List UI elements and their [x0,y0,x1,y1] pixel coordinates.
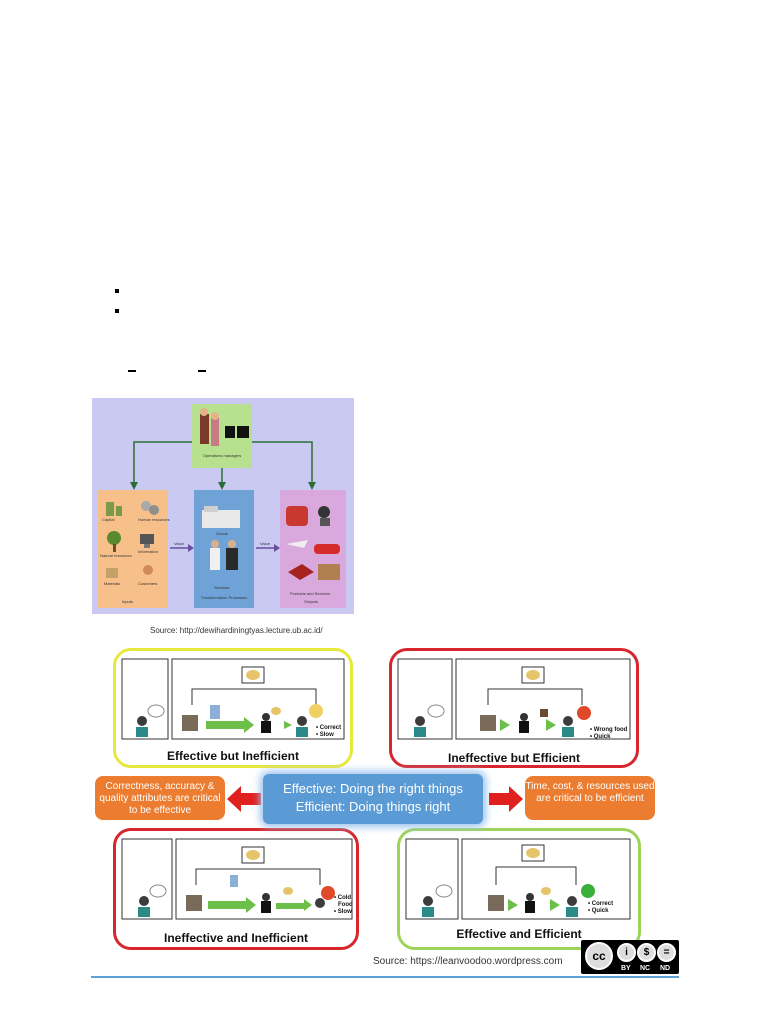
flow-label-1: Value [174,541,184,546]
cc-icon: cc [585,942,613,970]
quadrant-note: • Slow [316,732,334,738]
efficiency-note-box: Time, cost, & resources used are critica… [525,776,655,820]
quadrant-title: Ineffective and Inefficient [163,931,309,945]
definition-box: Effective: Doing the right things Effici… [263,774,483,824]
bullet-marker [115,309,119,313]
inputs-title: Inputs [122,599,133,604]
right-arrow-icon [489,786,523,812]
quadrant-note: • Wrong food [590,727,628,733]
flow-label-2: Value [260,541,270,546]
input-natural-resources-label: Natural resources [100,553,132,558]
quadrant-title: Effective and Efficient [456,927,582,941]
quadrant-effective-but-inefficient: • Correct • Slow Effective but Inefficie… [113,648,353,768]
input-human-resources-label: Human resources [138,517,170,522]
license-nd-label: ND [660,965,671,972]
quadrant-title: Ineffective but Efficient [447,751,581,765]
quadrant-drawing [397,658,631,740]
efficient-definition: Efficient: Doing things right [295,799,451,814]
effective-efficient-figure: • Correct • Slow Effective but Inefficie… [91,640,679,978]
left-arrow-icon [227,786,261,812]
quadrant-note: • Quick [588,908,609,914]
noncommercial-icon: $ [637,943,656,962]
quadrant-drawing [121,658,345,740]
outputs-title: Outputs [304,599,319,604]
input-materials-label: Materials [104,581,121,586]
process-title: Transformation Processes [200,595,248,600]
effectiveness-note-box: Correctness, accuracy & quality attribut… [95,776,225,820]
noderivatives-icon: = [657,943,676,962]
operations-model-drawing [98,404,346,608]
bullet-marker [115,289,119,293]
figure1-source: Source: http://dewihardiningtyas.lecture… [150,626,323,635]
input-customers-label: Customers [138,581,158,586]
quadrant-drawing [405,838,631,920]
figure2-source: Source: https://leanvoodoo.wordpress.com [373,956,563,967]
quadrant-note: Food [338,902,353,908]
quadrant-ineffective-and-inefficient: • Cold Food • Slow Ineffective and Ineff… [113,828,359,950]
quadrant-ineffective-but-efficient: • Wrong food • Quick Ineffective but Eff… [389,648,639,768]
effective-definition: Effective: Doing the right things [283,781,463,796]
quadrant-effective-and-efficient: • Correct • Quick Effective and Efficien… [397,828,641,950]
dash-marker [198,370,206,372]
creative-commons-badge: cc i $ = BY NC ND [581,940,679,974]
quadrant-title: Effective but Inefficient [166,749,300,763]
figure-baseline [91,976,679,978]
license-by-label: BY [621,965,631,972]
quadrant-drawing [121,838,353,920]
license-nc-label: NC [640,965,651,972]
quadrant-note: • Slow [334,909,352,915]
quadrant-note: • Cold [334,895,352,901]
quadrant-note: • Correct [588,901,614,907]
input-information-label: Information [138,549,159,554]
dash-marker [128,370,136,372]
process-goods-label: Goods [216,531,228,536]
manager-label: Operations managers [202,453,242,458]
quadrant-note: • Correct [316,725,342,731]
process-services-label: Services [214,585,230,590]
operations-model-figure: Operations managers Capital Human resour… [92,398,354,614]
outputs-label: Products and Services [290,591,331,596]
input-capital-label: Capital [102,517,115,522]
attribution-icon: i [617,943,636,962]
quadrant-note: • Quick [590,734,611,740]
